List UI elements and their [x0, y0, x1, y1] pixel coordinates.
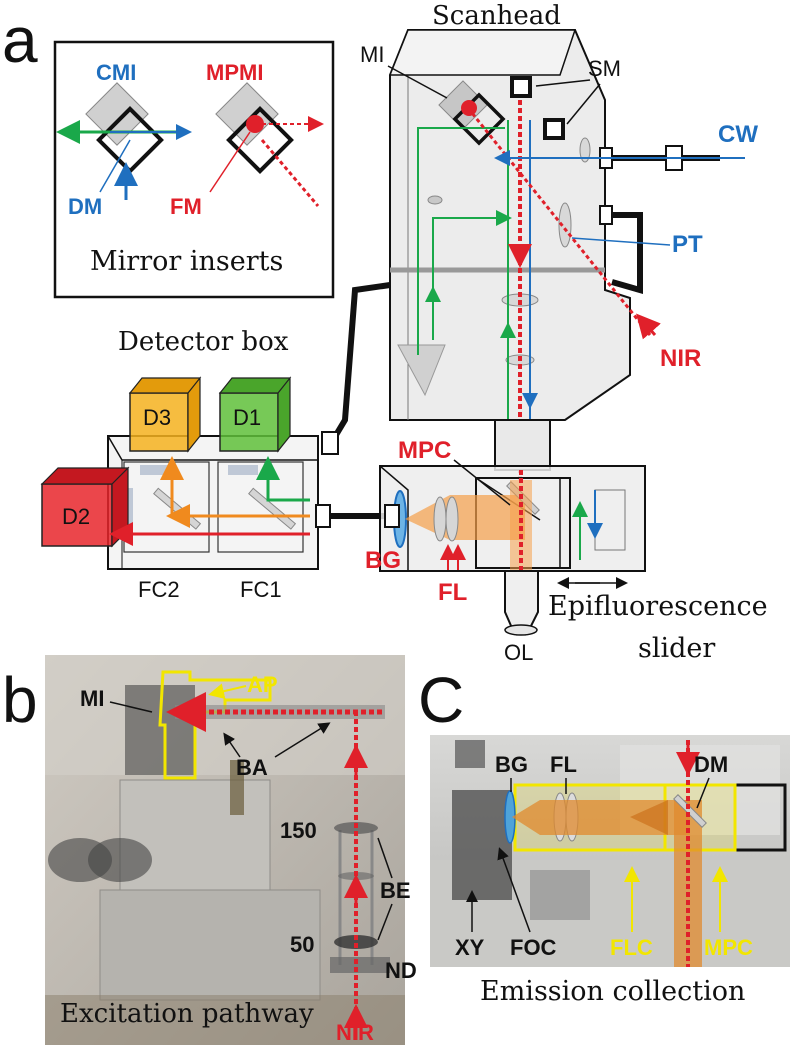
- epifluorescence-slider: MPC BG FL OL Epifluorescence slider: [365, 437, 768, 665]
- fm-label: FM: [170, 194, 202, 219]
- excitation-photo: MI AP BA 150 BE 50 ND NIR Excitation pat…: [45, 655, 417, 1045]
- mpc-label-c: MPC: [704, 935, 753, 960]
- nd-label: ND: [385, 958, 417, 983]
- bg-label-a: BG: [365, 547, 401, 574]
- nir-label-a: NIR: [660, 345, 701, 372]
- slider-label: slider: [638, 633, 715, 664]
- detector-d1: D1: [218, 376, 292, 453]
- mirror-inserts-inset: CMI MPMI DM FM Mirror inserts: [53, 40, 335, 299]
- detector-d3: D3: [128, 376, 202, 453]
- cmi-mirror-insert: [56, 82, 192, 200]
- ol-label: OL: [504, 640, 533, 665]
- detector-box: Detector box D1 D3 D2: [40, 327, 392, 602]
- scanhead: Scanhead: [321, 1, 758, 480]
- cmi-label: CMI: [96, 60, 136, 85]
- flc-label: FLC: [610, 935, 653, 960]
- mpmi-mirror-insert: [209, 82, 324, 207]
- bg-label-c: BG: [495, 752, 528, 777]
- foc-label: FOC: [510, 935, 557, 960]
- mi-label-b: MI: [80, 686, 104, 711]
- mirror-inserts-caption: Mirror inserts: [90, 246, 283, 277]
- mpmi-label: MPMI: [206, 60, 263, 85]
- fl-label-a: FL: [438, 579, 467, 606]
- fc2-label: FC2: [138, 577, 180, 602]
- ba-label: BA: [236, 755, 268, 780]
- epifluorescence-label: Epifluorescence: [548, 591, 768, 622]
- mpc-label-a: MPC: [398, 437, 451, 464]
- emission-photo: BG FL DM XY FOC FLC MPC: [430, 735, 790, 967]
- sm-label: SM: [588, 56, 621, 81]
- d2-label: D2: [62, 504, 90, 529]
- be-label: BE: [380, 878, 411, 903]
- d3-label: D3: [143, 405, 171, 430]
- cw-label: CW: [718, 121, 758, 148]
- scanhead-title: Scanhead: [432, 1, 561, 31]
- nir-label-b: NIR: [336, 1020, 374, 1045]
- pt-label: PT: [672, 231, 703, 258]
- dm-label: DM: [68, 194, 102, 219]
- ap-label: AP: [247, 672, 278, 697]
- fl-label-c: FL: [550, 752, 577, 777]
- panel-letter-c: C: [418, 664, 464, 736]
- dm-label-c: DM: [694, 752, 728, 777]
- excitation-caption: Excitation pathway: [60, 999, 314, 1029]
- mi-label: MI: [360, 42, 384, 67]
- xy-label: XY: [455, 935, 485, 960]
- detector-box-title: Detector box: [118, 327, 289, 357]
- panel-letter-a: a: [2, 4, 38, 76]
- emission-caption: Emission collection: [480, 976, 745, 1007]
- lens-150-label: 150: [280, 818, 317, 843]
- fc1-label: FC1: [240, 577, 282, 602]
- panel-letter-b: b: [2, 664, 38, 736]
- d1-label: D1: [233, 405, 261, 430]
- lens-50-label: 50: [290, 932, 314, 957]
